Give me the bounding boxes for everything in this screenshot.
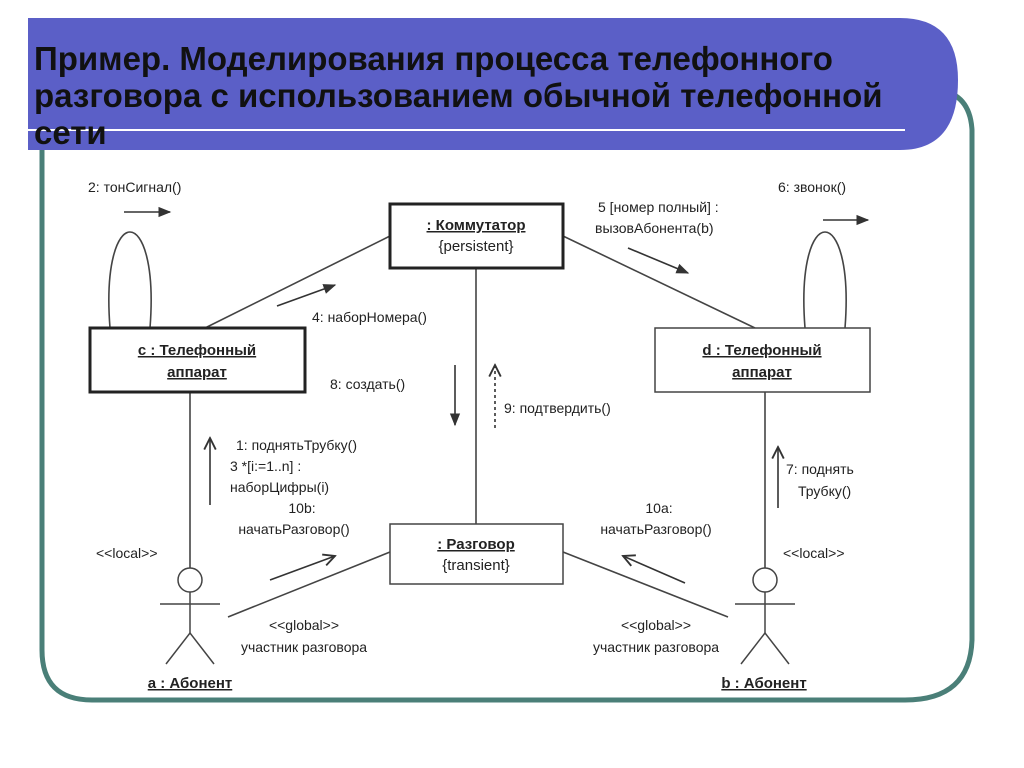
phone-d-line2: аппарат (732, 364, 792, 381)
actor-b-role: участник разговора (593, 639, 719, 655)
actor-a[interactable] (160, 567, 220, 665)
msg-10a-label-2: начатьРазговор() (600, 521, 711, 537)
actor-a-role: участник разговора (241, 639, 367, 655)
actor-a-global: <<global>> (269, 617, 339, 633)
title-text: Моделирования процесса телефонного разго… (34, 40, 883, 151)
object-switch[interactable]: : Коммутатор {persistent} (388, 202, 565, 270)
msg-10b-label-1: 10b: (288, 500, 315, 516)
self-loop-c (108, 231, 152, 329)
self-loop-d (803, 231, 847, 329)
association-links (189, 235, 766, 618)
phone-c-line1: c : Телефонный (138, 342, 256, 359)
msg-1-label: 1: поднятьТрубку() (236, 437, 357, 453)
msg-8-label: 8: создать() (330, 376, 405, 392)
msg-3-label-2: наборЦифры(i) (230, 479, 329, 495)
call-name: : Разговор (437, 536, 515, 553)
header-band (28, 18, 958, 150)
switch-name: : Коммутатор (427, 217, 526, 234)
msg-7-label-1: 7: поднять (786, 461, 854, 477)
slide-frame (39, 87, 975, 703)
actor-b-name: b : Абонент (721, 675, 806, 692)
object-call[interactable]: : Разговор {transient} (389, 523, 564, 585)
object-phone-d[interactable]: d : Телефонный аппарат (654, 327, 871, 393)
msg-5-label-1: 5 [номер полный] : (598, 199, 719, 215)
arrow-m4 (276, 284, 337, 307)
actor-b-global: <<global>> (621, 617, 691, 633)
msg-2-label: 2: тонСигнал() (88, 179, 181, 195)
arrow-m10b (269, 556, 335, 581)
phone-d-line1: d : Телефонный (702, 342, 821, 359)
msg-10a-label-1: 10a: (645, 500, 672, 516)
arrow-m5 (627, 247, 690, 274)
msg-6-label: 6: звонок() (778, 179, 846, 195)
msg-7-label-2: Трубку() (798, 483, 851, 499)
actor-a-name: a : Абонент (148, 675, 233, 692)
arrow-m10a (623, 556, 686, 584)
msg-5-label-2: вызовАбонента(b) (595, 220, 714, 236)
object-phone-c[interactable]: c : Телефонный аппарат (88, 326, 307, 394)
message-arrows (124, 206, 870, 584)
phone-c-line2: аппарат (167, 364, 227, 381)
actor-b[interactable] (735, 567, 795, 665)
msg-4-label: 4: наборНомера() (312, 309, 427, 325)
slide-title: Пример. Моделирования процесса телефонно… (34, 40, 914, 151)
msg-10b-label-2: начатьРазговор() (238, 521, 349, 537)
actor-a-local: <<local>> (96, 545, 158, 561)
switch-stereotype: {persistent} (438, 238, 513, 255)
msg-3-label-1: 3 *[i:=1..n] : (230, 458, 301, 474)
title-bold: Пример. (34, 40, 171, 77)
call-stereotype: {transient} (442, 557, 510, 574)
actor-b-local: <<local>> (783, 545, 845, 561)
msg-9-label: 9: подтвердить() (504, 400, 611, 416)
